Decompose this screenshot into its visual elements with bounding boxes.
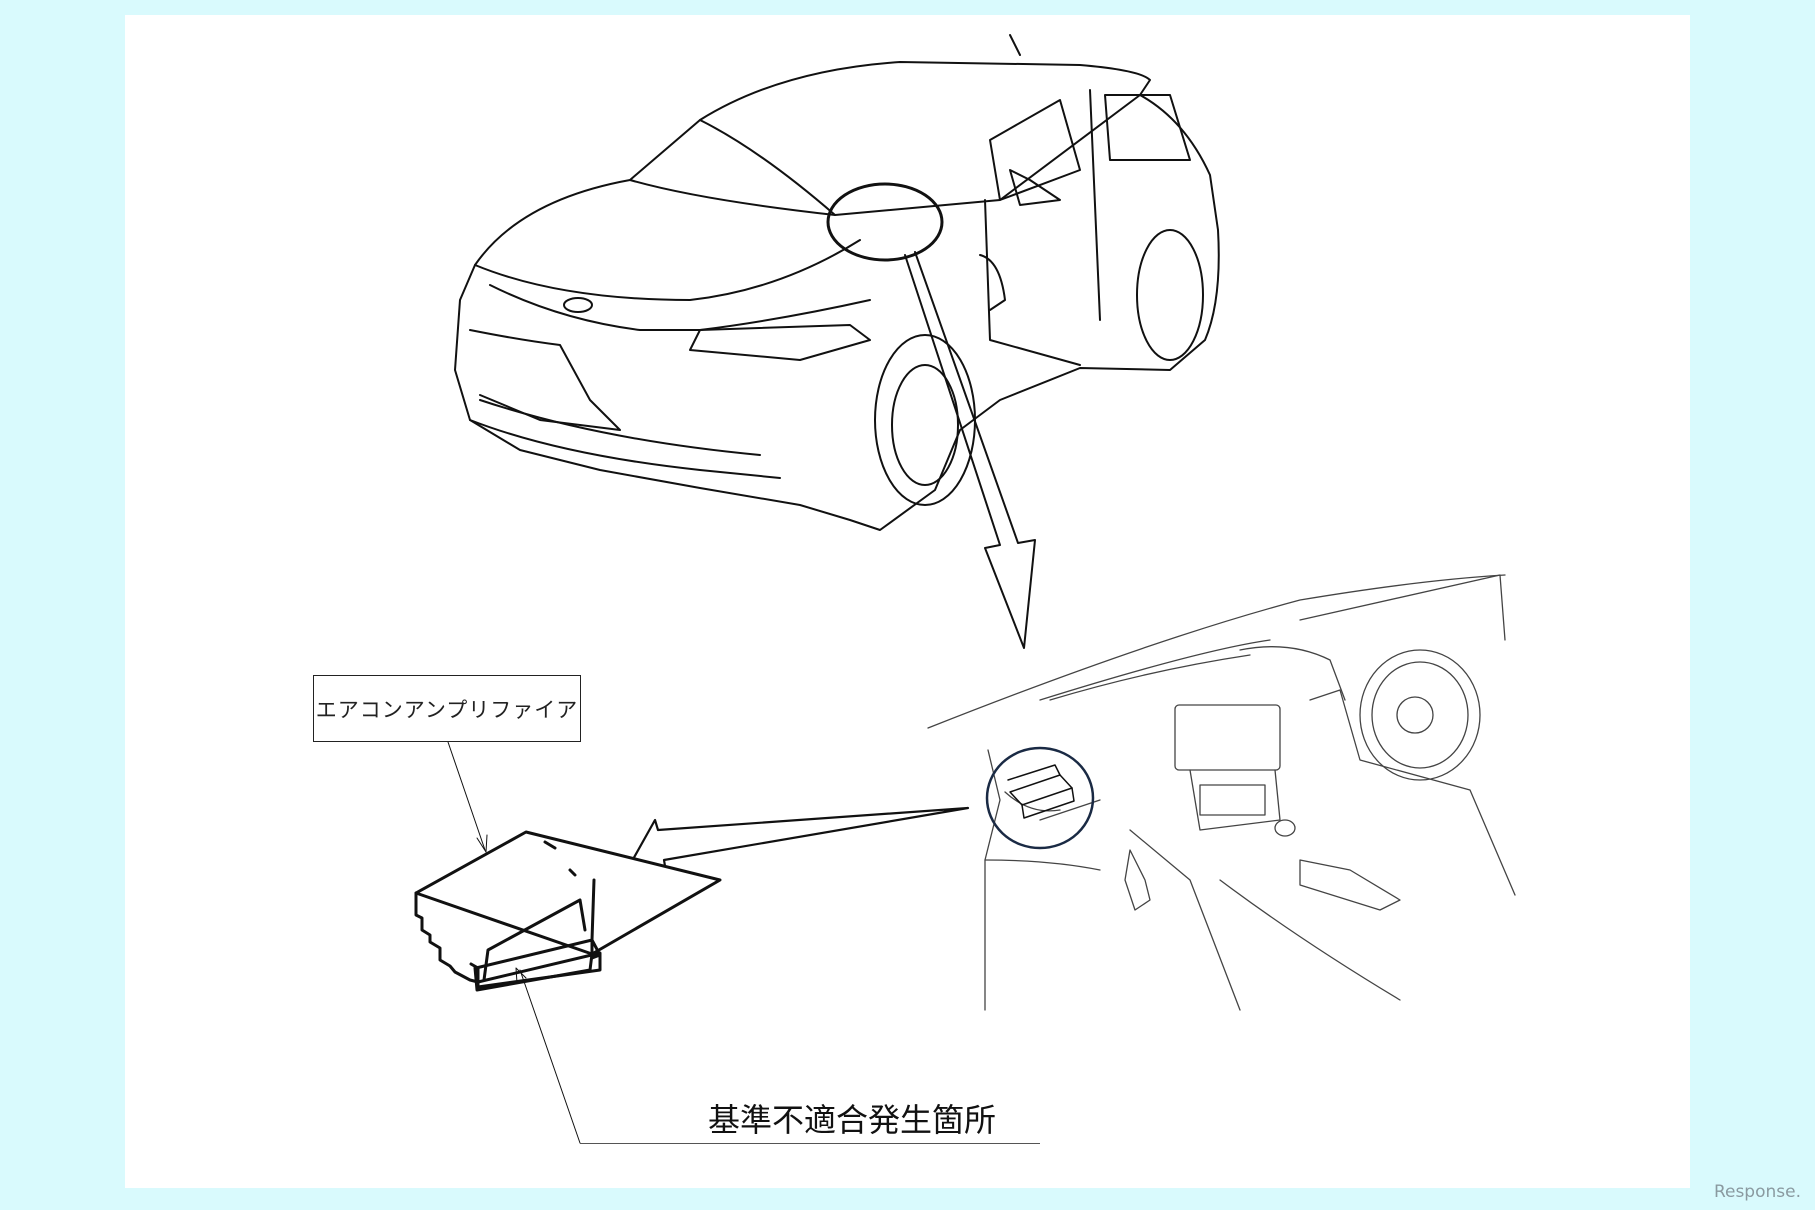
location-circle-car (826, 182, 944, 262)
leader-line-defect (519, 969, 581, 1144)
dashboard-illustration (927, 574, 1516, 1011)
diagram-panel (125, 15, 1690, 1188)
watermark: Response. (1713, 1182, 1801, 1202)
car-illustration (454, 34, 1220, 531)
leader-line-component (447, 741, 486, 851)
pointer-arrow-down (904, 251, 1036, 649)
component-label: エアコンアンプリファイア (313, 675, 581, 742)
component-label-text: エアコンアンプリファイア (315, 697, 579, 722)
amplifier-in-dashboard (1007, 764, 1075, 819)
ac-amplifier-component (414, 830, 722, 992)
defect-location-text: 基準不適合発生箇所 (708, 1101, 997, 1139)
defect-location-label: 基準不適合発生箇所 (580, 1098, 1040, 1144)
location-circle-dashboard (985, 746, 1095, 850)
